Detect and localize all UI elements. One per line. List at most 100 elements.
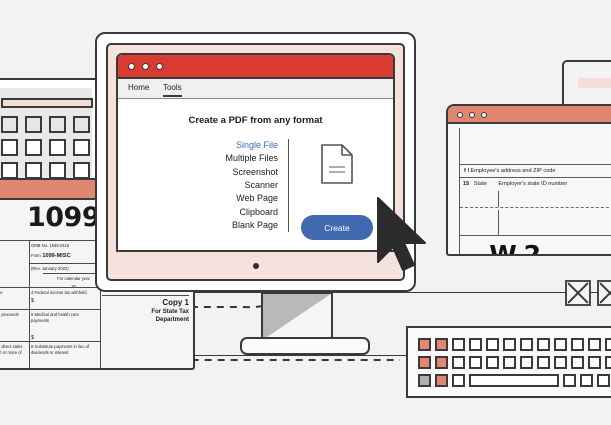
keyboard-row-1 bbox=[418, 338, 611, 351]
calculator-key[interactable] bbox=[73, 162, 90, 179]
w2-window-dot-3-icon bbox=[481, 112, 487, 118]
calculator-key[interactable] bbox=[1, 162, 18, 179]
form-1099-calendar-year: For calendar year 20 bbox=[43, 273, 105, 291]
computer-monitor: Home Tools Create a PDF from any format … bbox=[95, 32, 416, 292]
calculator-key[interactable] bbox=[25, 162, 42, 179]
keyboard-key-modifier[interactable] bbox=[418, 374, 431, 387]
calculator-key[interactable] bbox=[49, 139, 66, 156]
keyboard-key[interactable] bbox=[605, 338, 611, 351]
form-w2-number: W-2 bbox=[489, 240, 541, 256]
keyboard-key[interactable] bbox=[452, 356, 465, 369]
page-title: Create a PDF from any format bbox=[188, 115, 323, 126]
keyboard-key-accent[interactable] bbox=[435, 356, 448, 369]
form-w2[interactable]: f f Employee's address and ZIP code 15 S… bbox=[446, 104, 611, 256]
form-w2-row-15-number: 15 bbox=[463, 181, 470, 187]
monitor-screen: Home Tools Create a PDF from any format … bbox=[116, 53, 395, 252]
form-1099-form-label: Form bbox=[31, 253, 41, 258]
form-1099-cell: 8 Substitute payments in lieu of dividen… bbox=[29, 341, 100, 368]
calculator-key[interactable] bbox=[49, 116, 66, 133]
monitor-power-indicator bbox=[252, 263, 259, 269]
form-1099-cell bbox=[0, 241, 29, 287]
checkbox-checked[interactable] bbox=[565, 280, 591, 306]
keyboard-key[interactable] bbox=[469, 338, 482, 351]
keyboard-key[interactable] bbox=[563, 374, 576, 387]
form-w2-divider bbox=[498, 210, 499, 235]
w2-window-dot-1-icon bbox=[457, 112, 463, 118]
monitor-neck-shading bbox=[263, 294, 331, 340]
keyboard-key[interactable] bbox=[503, 338, 516, 351]
format-option-single-file[interactable]: Single File bbox=[235, 140, 278, 150]
keyboard-key[interactable] bbox=[503, 356, 516, 369]
keyboard-key[interactable] bbox=[571, 338, 584, 351]
keyboard-key[interactable] bbox=[537, 338, 550, 351]
calculator-key[interactable] bbox=[1, 116, 18, 133]
format-option-clipboard[interactable]: Clipboard bbox=[239, 206, 278, 217]
calculator-key[interactable] bbox=[25, 116, 42, 133]
form-1099-form-number: 1099-MISC bbox=[42, 253, 71, 259]
form-w2-sheet: f f Employee's address and ZIP code 15 S… bbox=[459, 128, 611, 254]
form-1099-cell: 7 Payer made direct sales totaling $5,00… bbox=[0, 341, 29, 368]
calculator-key[interactable] bbox=[25, 139, 42, 156]
form-1099-mid-column: OMB No. 1545-0115 Form 1099-MISC (Rev. J… bbox=[29, 240, 105, 368]
form-1099-copy-block: Copy 1 For State Tax Department bbox=[102, 295, 189, 324]
format-option-web-page[interactable]: Web Page bbox=[236, 193, 278, 204]
keyboard-key-accent[interactable] bbox=[435, 338, 448, 351]
create-button[interactable]: Create bbox=[301, 215, 373, 240]
calculator-key[interactable] bbox=[73, 139, 90, 156]
window-maximize-dot-icon[interactable] bbox=[156, 63, 163, 70]
format-option-screenshot[interactable]: Screenshot bbox=[232, 166, 278, 177]
tab-home[interactable]: Home bbox=[128, 83, 150, 92]
monitor-base bbox=[240, 337, 370, 355]
form-w2-titlebar bbox=[448, 106, 611, 124]
format-options-list: Single File Multiple Files Screenshot Sc… bbox=[186, 139, 289, 233]
form-1099-cell: 3 Other income bbox=[0, 287, 29, 309]
keyboard-key[interactable] bbox=[469, 356, 482, 369]
keyboard-key[interactable] bbox=[452, 374, 465, 387]
calculator-key[interactable] bbox=[1, 139, 18, 156]
keyboard-key[interactable] bbox=[597, 374, 610, 387]
keyboard-key[interactable] bbox=[588, 338, 601, 351]
format-option-blank-page[interactable]: Blank Page bbox=[231, 219, 278, 230]
tab-tools[interactable]: Tools bbox=[163, 83, 182, 97]
form-1099-cell: 5 Fishing boat proceeds bbox=[0, 309, 29, 341]
keyboard-key[interactable] bbox=[580, 374, 593, 387]
calculator-key[interactable] bbox=[49, 162, 66, 179]
format-option-multiple-files[interactable]: Multiple Files bbox=[225, 153, 278, 164]
app-content-area: Create a PDF from any format Single File… bbox=[118, 99, 393, 250]
keyboard-key[interactable] bbox=[486, 338, 499, 351]
page-document-icon bbox=[321, 144, 353, 184]
checkbox-group bbox=[565, 280, 611, 306]
keyboard-key[interactable] bbox=[605, 356, 611, 369]
form-1099-form-name: Form 1099-MISC bbox=[29, 251, 100, 263]
checkbox-checked[interactable] bbox=[597, 280, 611, 306]
form-1099-box4-label: 4 Federal income tax withheld bbox=[31, 290, 87, 295]
keyboard-key[interactable] bbox=[588, 356, 601, 369]
keyboard-key[interactable] bbox=[486, 356, 499, 369]
form-1099-omb: OMB No. 1545-0115 bbox=[31, 243, 70, 248]
form-w2-title: Wage and Tax bbox=[545, 254, 611, 256]
keyboard-key-accent[interactable] bbox=[435, 374, 448, 387]
keyboard-key[interactable] bbox=[554, 356, 567, 369]
keyboard-key[interactable] bbox=[452, 338, 465, 351]
form-w2-form-row: Form W-2 Wage and Tax bbox=[468, 240, 611, 256]
keyboard-row-2 bbox=[418, 356, 611, 369]
window-minimize-dot-icon[interactable] bbox=[142, 63, 149, 70]
keyboard-key[interactable] bbox=[571, 356, 584, 369]
form-1099-left-column: 3 Other income 5 Fishing boat proceeds 7… bbox=[0, 240, 30, 368]
form-1099-copy-sub: For State Tax Department bbox=[102, 308, 189, 324]
keyboard-key[interactable] bbox=[520, 338, 533, 351]
w2-window-dot-2-icon bbox=[469, 112, 475, 118]
form-w2-row-15-employer: Employer's state ID number bbox=[498, 181, 568, 187]
format-option-scanner[interactable]: Scanner bbox=[244, 179, 278, 190]
desk-edge-line-bottom bbox=[0, 355, 611, 356]
desk-keyboard[interactable] bbox=[406, 326, 611, 398]
keyboard-key[interactable] bbox=[554, 338, 567, 351]
keyboard-key-accent[interactable] bbox=[418, 338, 431, 351]
keyboard-key[interactable] bbox=[537, 356, 550, 369]
keyboard-key[interactable] bbox=[520, 356, 533, 369]
keyboard-key-accent[interactable] bbox=[418, 356, 431, 369]
window-close-dot-icon[interactable] bbox=[128, 63, 135, 70]
calculator-key[interactable] bbox=[73, 116, 90, 133]
keyboard-key-space[interactable] bbox=[469, 374, 559, 387]
form-w2-row-f-letter: f bbox=[464, 168, 466, 174]
